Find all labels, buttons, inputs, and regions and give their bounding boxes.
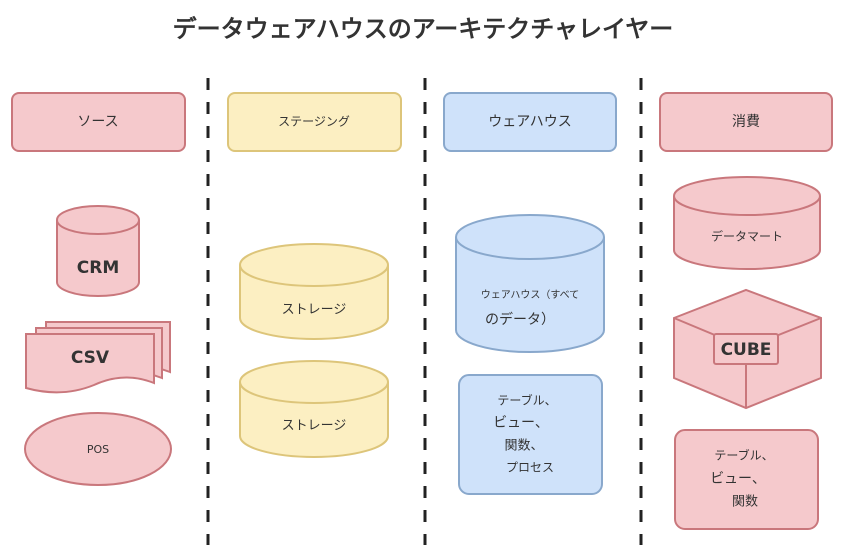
cube-label-box bbox=[713, 333, 779, 365]
warehouse-objects-line4: プロセス bbox=[506, 461, 554, 475]
storage-cylinder-1: ストレージ bbox=[239, 243, 389, 340]
column-warehouse: ウェアハウス ウェアハウス（すべて のデータ） テーブル、 ビュー、 関数、 プ… bbox=[443, 92, 617, 495]
csv-documents: CSV bbox=[25, 321, 171, 394]
datamart-label: データマート bbox=[711, 229, 783, 244]
storage-label-2: ストレージ bbox=[282, 419, 347, 434]
consumption-objects-line3: 関数 bbox=[732, 495, 758, 510]
storage-label-1: ストレージ bbox=[282, 303, 347, 318]
source-header: ソース bbox=[77, 114, 118, 130]
warehouse-store-line2: のデータ） bbox=[485, 311, 555, 328]
column-consumption: 消費 データマート CUBE テーブル、 ビュー、 関数 bbox=[659, 92, 833, 530]
source-header-box bbox=[11, 92, 186, 152]
warehouse-objects-line3: 関数、 bbox=[504, 439, 543, 454]
warehouse-objects-box bbox=[458, 374, 603, 495]
warehouse-objects-line1: テーブル、 bbox=[497, 393, 556, 408]
consumption-header-box bbox=[659, 92, 833, 152]
diagram-title: データウェアハウスのアーキテクチャレイヤー bbox=[173, 15, 674, 43]
crm-cylinder: CRM bbox=[56, 205, 140, 297]
cube-label: CUBE bbox=[721, 340, 772, 360]
cube-shape: CUBE bbox=[673, 288, 822, 410]
consumption-objects-line1: テーブル、 bbox=[714, 448, 773, 463]
pos-label: POS bbox=[87, 443, 109, 456]
consumption-objects-box bbox=[674, 429, 819, 530]
warehouse-header: ウェアハウス bbox=[488, 114, 571, 130]
pos-ellipse bbox=[24, 412, 172, 486]
csv-label: CSV bbox=[71, 348, 110, 368]
storage-cylinder-2: ストレージ bbox=[239, 360, 389, 458]
consumption-header: 消費 bbox=[732, 114, 760, 130]
warehouse-store-line1: ウェアハウス（すべて bbox=[481, 289, 580, 301]
datamart-cylinder: データマート bbox=[673, 176, 821, 270]
warehouse-header-box bbox=[443, 92, 617, 152]
staging-header-box bbox=[227, 92, 402, 152]
crm-label: CRM bbox=[77, 258, 119, 278]
warehouse-objects-line2: ビュー、 bbox=[493, 415, 549, 431]
consumption-objects-line2: ビュー、 bbox=[710, 471, 766, 487]
staging-header: ステージング bbox=[278, 115, 350, 129]
column-source: ソース CRM CSV POS bbox=[11, 92, 186, 486]
warehouse-cylinder: ウェアハウス（すべて のデータ） bbox=[455, 214, 605, 353]
column-staging: ステージング ストレージ ストレージ bbox=[227, 92, 402, 458]
